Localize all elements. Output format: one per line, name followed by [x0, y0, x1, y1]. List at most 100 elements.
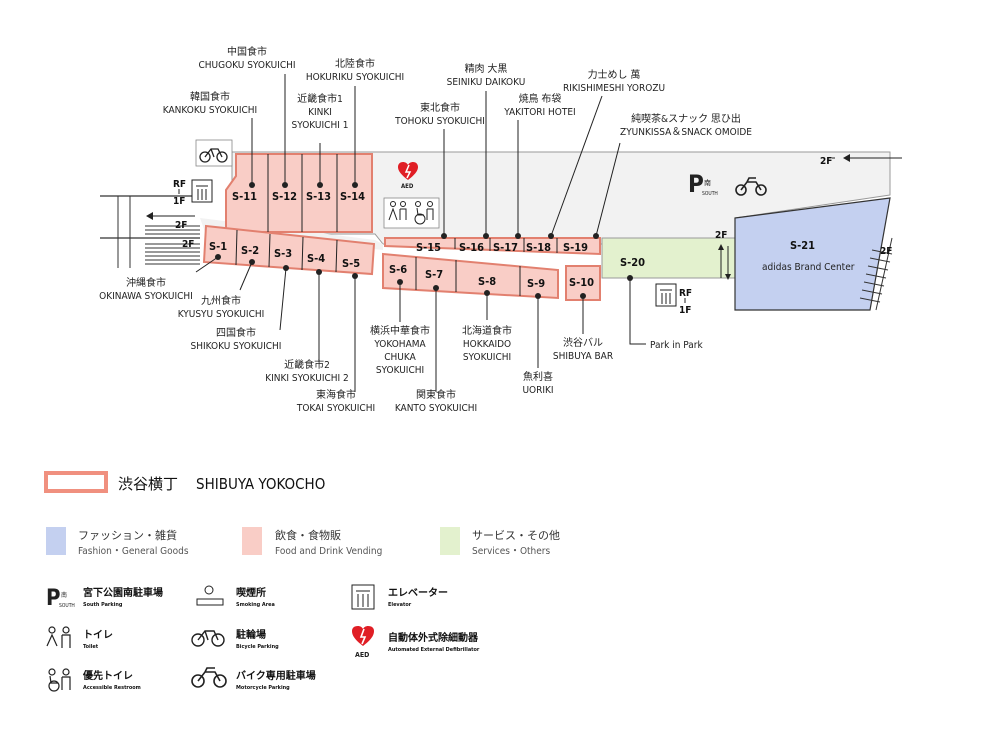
south-parking-icon: P 南 SOUTH: [688, 170, 718, 198]
store-shikoku-en: SHIKOKU SYOKUICHI: [191, 341, 282, 352]
store-kankoku-jp: 韓国食市: [190, 90, 230, 103]
floor-1f-right: 1F: [679, 305, 691, 316]
store-yokohama-en3: SYOKUICHI: [376, 365, 424, 376]
store-uoriki-en: UORIKI: [522, 385, 553, 396]
legend-food-swatch: [242, 527, 262, 555]
store-rikishimeshi-jp: 力士めし 萬: [588, 68, 641, 81]
floor-1f-left: 1F: [173, 196, 185, 207]
legend-south-parking-en: South Parking: [83, 602, 123, 608]
store-hokkaido-en2: SYOKUICHI: [463, 352, 511, 363]
store-kyusyu-en: KYUSYU SYOKUICHI: [178, 309, 265, 320]
floor-rf-left: RF: [173, 179, 186, 190]
store-zyunkissa-jp: 純喫茶&スナック 思ひ出: [631, 112, 741, 125]
store-kankoku-en: KANKOKU SYOKUICHI: [163, 105, 257, 116]
store-kinki2-en: KINKI SYOKUICHI 2: [265, 373, 349, 384]
legend-aed-jp: 自動体外式除細動器: [388, 631, 479, 644]
store-kinki2-jp: 近畿食市2: [284, 358, 330, 371]
south-kanji-map: 南: [704, 178, 711, 187]
store-hokuriku-jp: 北陸食市: [335, 57, 375, 70]
store-shibuyabar-jp: 渋谷バル: [563, 336, 603, 349]
store-hokkaido-jp: 北海道食市: [462, 324, 512, 337]
store-seiniku-en: SEINIKU DAIKOKU: [447, 77, 526, 88]
legend-fashion-jp: ファッション・雑貨: [78, 528, 177, 542]
legend-smoking-en: Smoking Area: [236, 602, 275, 608]
store-okinawa-jp: 沖縄食市: [126, 276, 166, 289]
legend-south-parking-icon: P 南 SOUTH: [46, 586, 75, 611]
store-hokuriku-en: HOKURIKU SYOKUICHI: [306, 72, 404, 83]
label-s20: S-20: [620, 256, 645, 269]
label-s10: S-10: [569, 276, 594, 289]
store-yokohama-jp: 横浜中華食市: [370, 324, 430, 337]
legend-motorcycle-en: Motorcycle Parking: [236, 685, 290, 691]
legend-fashion-swatch: [46, 527, 66, 555]
label-s18: S-18: [526, 241, 551, 254]
legend-toilet-en: Toilet: [83, 644, 99, 650]
store-kanto-en: KANTO SYOKUICHI: [395, 403, 477, 414]
store-okinawa-en: OKINAWA SYOKUICHI: [99, 291, 193, 302]
unit-s1-block[interactable]: [202, 224, 376, 276]
store-kinki1-en2: SYOKUICHI 1: [292, 120, 349, 131]
unit-s21-block[interactable]: [734, 197, 891, 311]
store-tohoku-jp: 東北食市: [420, 101, 460, 114]
legend-service-jp: サービス・その他: [472, 529, 560, 542]
label-s14: S-14: [340, 190, 365, 203]
label-s17: S-17: [493, 241, 518, 254]
legend-accessible-en: Accessible Restroom: [83, 685, 141, 691]
legend-elevator-icon: [351, 584, 375, 610]
floor-2f-top: 2F: [820, 156, 832, 167]
label-s8: S-8: [478, 275, 496, 288]
elevator-icon: [191, 179, 213, 203]
label-adidas: adidas Brand Center: [762, 262, 855, 273]
store-kinki1-jp: 近畿食市1: [297, 92, 343, 105]
store-yokohama-en2: CHUKA: [384, 352, 416, 363]
store-chugoku-jp: 中国食市: [227, 45, 267, 58]
label-s7: S-7: [425, 268, 443, 281]
toilet-icon: [383, 197, 440, 229]
legend-title-en: SHIBUYA YOKOCHO: [196, 475, 325, 493]
label-s1: S-1: [209, 240, 227, 253]
legend-smoking-jp: 喫煙所: [236, 586, 266, 599]
floor-rf-right: RF: [679, 288, 692, 299]
elevator-icon-right: [655, 283, 677, 307]
legend-motorcycle-jp: バイク専用駐車場: [236, 669, 316, 682]
label-s21: S-21: [790, 239, 815, 252]
south-label-map: SOUTH: [702, 191, 718, 197]
store-rikishimeshi-en: RIKISHIMESHI YOROZU: [563, 83, 665, 94]
store-parkinpark: Park in Park: [650, 340, 703, 351]
unit-s15-block[interactable]: [384, 237, 601, 256]
unit-s6-block[interactable]: [382, 252, 559, 300]
store-chugoku-en: CHUGOKU SYOKUICHI: [198, 60, 295, 71]
label-s5: S-5: [342, 257, 360, 270]
legend-elevator-en: Elevator: [388, 602, 412, 608]
store-seiniku-jp: 精肉 大黒: [465, 62, 508, 75]
legend-motorcycle-icon: [191, 667, 227, 688]
legend-aed-icon: AED: [352, 626, 374, 659]
label-s11: S-11: [232, 190, 257, 203]
legend-service-en: Services・Others: [472, 546, 550, 557]
legend-south-parking-jp: 宮下公園南駐車場: [83, 586, 163, 599]
legend-food-jp: 飲食・食物販: [275, 528, 341, 542]
store-uoriki-jp: 魚利喜: [523, 370, 553, 383]
legend-toilet-icon: [46, 626, 71, 648]
label-s3: S-3: [274, 247, 292, 260]
label-s12: S-12: [272, 190, 297, 203]
label-s6: S-6: [389, 263, 407, 276]
aed-icon: AED: [398, 162, 418, 190]
floor-2f-left1: 2F: [175, 220, 187, 231]
svg-text:P: P: [688, 170, 704, 198]
label-s9: S-9: [527, 277, 545, 290]
legend-accessible-icon: [48, 668, 71, 692]
legend-food-en: Food and Drink Vending: [275, 546, 382, 557]
store-tohoku-en: TOHOKU SYOKUICHI: [394, 116, 485, 127]
store-kanto-jp: 関東食市: [416, 388, 456, 401]
legend-smoking-icon: [196, 585, 224, 606]
south-label-legend: SOUTH: [59, 603, 75, 609]
store-kinki1-en1: KINKI: [308, 107, 332, 118]
svg-text:P: P: [46, 586, 61, 611]
store-hokkaido-en1: HOKKAIDO: [463, 339, 511, 350]
legend-yokocho-swatch: [44, 471, 108, 493]
legend-elevator-jp: エレベーター: [388, 587, 448, 599]
aed-legend-label: AED: [355, 651, 369, 659]
